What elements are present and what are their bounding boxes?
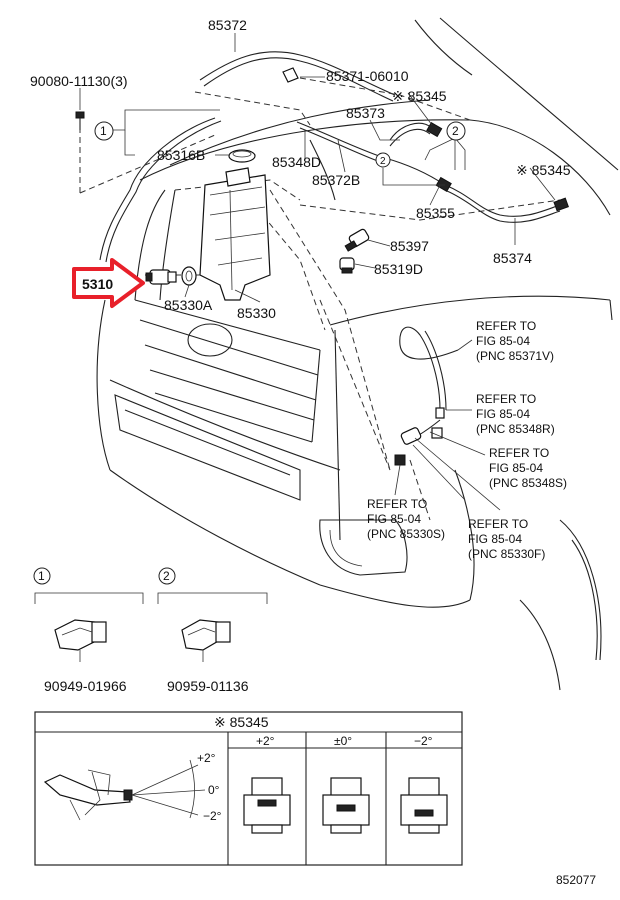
motor-pumps [339, 228, 370, 274]
nozzle-angle-detail: ※ 85345 +2° ±0° −2° +2° 0° −2° [34, 711, 463, 866]
callout-circles: 1 2 2 [94, 121, 466, 168]
nozzle-front-plus2 [243, 777, 291, 834]
assembly-dashed-lines [79, 77, 561, 521]
detail-title: ※ 85345 [214, 714, 269, 730]
label-85345-lower: ※ 85345 [516, 162, 571, 178]
leader-lines [79, 33, 556, 511]
clip-90949-01966 [54, 619, 107, 662]
ref-85330f: REFER TO FIG 85-04 (PNC 85330F) [468, 517, 545, 561]
label-85348d: 85348D [272, 154, 321, 170]
label-85397: 85397 [390, 238, 429, 254]
nozzle-front-minus2 [400, 777, 448, 834]
label-85310: 5310 [82, 276, 113, 292]
label-85372b: 85372B [312, 172, 360, 188]
clip-90959-01136 [181, 619, 231, 662]
ref-85330s: REFER TO FIG 85-04 (PNC 85330S) [367, 497, 445, 541]
label-85316b: 85316B [157, 147, 205, 163]
nozzle-side-view: +2° 0° −2° [43, 751, 222, 823]
part-labels: 85372 90080-11130(3) 85371-06010 ※ 85345… [30, 17, 596, 887]
vehicle-outline [96, 17, 619, 691]
label-85373: 85373 [346, 105, 385, 121]
callout-2: 2 [452, 124, 459, 138]
ref-85348s: REFER TO FIG 85-04 (PNC 85348S) [489, 446, 567, 490]
legend-callout-1: 1 [38, 569, 45, 583]
lower-parts [75, 111, 445, 466]
callout-1: 1 [100, 124, 107, 138]
ref-85371v: REFER TO FIG 85-04 (PNC 85371V) [476, 319, 554, 363]
angle-plus2: +2° [197, 751, 216, 765]
washer-tank [181, 149, 271, 301]
washer-pump [145, 269, 177, 285]
label-85355: 85355 [416, 205, 455, 221]
column-zero: ±0° [334, 734, 352, 748]
label-85330: 85330 [237, 305, 276, 321]
callout-2b: 2 [380, 156, 386, 167]
diagram-id: 852077 [556, 873, 596, 887]
label-90949-01966: 90949-01966 [44, 678, 127, 694]
nozzle-front-zero [322, 777, 370, 834]
reference-notes: REFER TO FIG 85-04 (PNC 85371V) REFER TO… [367, 319, 567, 561]
legend-callout-2: 2 [163, 569, 170, 583]
label-85330a: 85330A [164, 297, 213, 313]
clip-legend: 1 2 [33, 567, 268, 662]
angle-minus2: −2° [203, 809, 222, 823]
label-85345-upper: ※ 85345 [392, 88, 447, 104]
label-85319d: 85319D [374, 261, 423, 277]
label-85374: 85374 [493, 250, 532, 266]
label-85371-06010: 85371-06010 [326, 68, 409, 84]
label-90959-01136: 90959-01136 [167, 678, 249, 694]
washer-nozzles [282, 67, 569, 212]
column-plus2: +2° [256, 734, 275, 748]
highlight-arrow [72, 258, 145, 308]
label-90080-11130: 90080-11130(3) [30, 73, 128, 89]
ref-85348r: REFER TO FIG 85-04 (PNC 85348R) [476, 392, 555, 436]
hose-routing [99, 51, 561, 441]
column-minus2: −2° [414, 734, 433, 748]
angle-zero: 0° [208, 783, 220, 797]
label-85372: 85372 [208, 17, 247, 33]
